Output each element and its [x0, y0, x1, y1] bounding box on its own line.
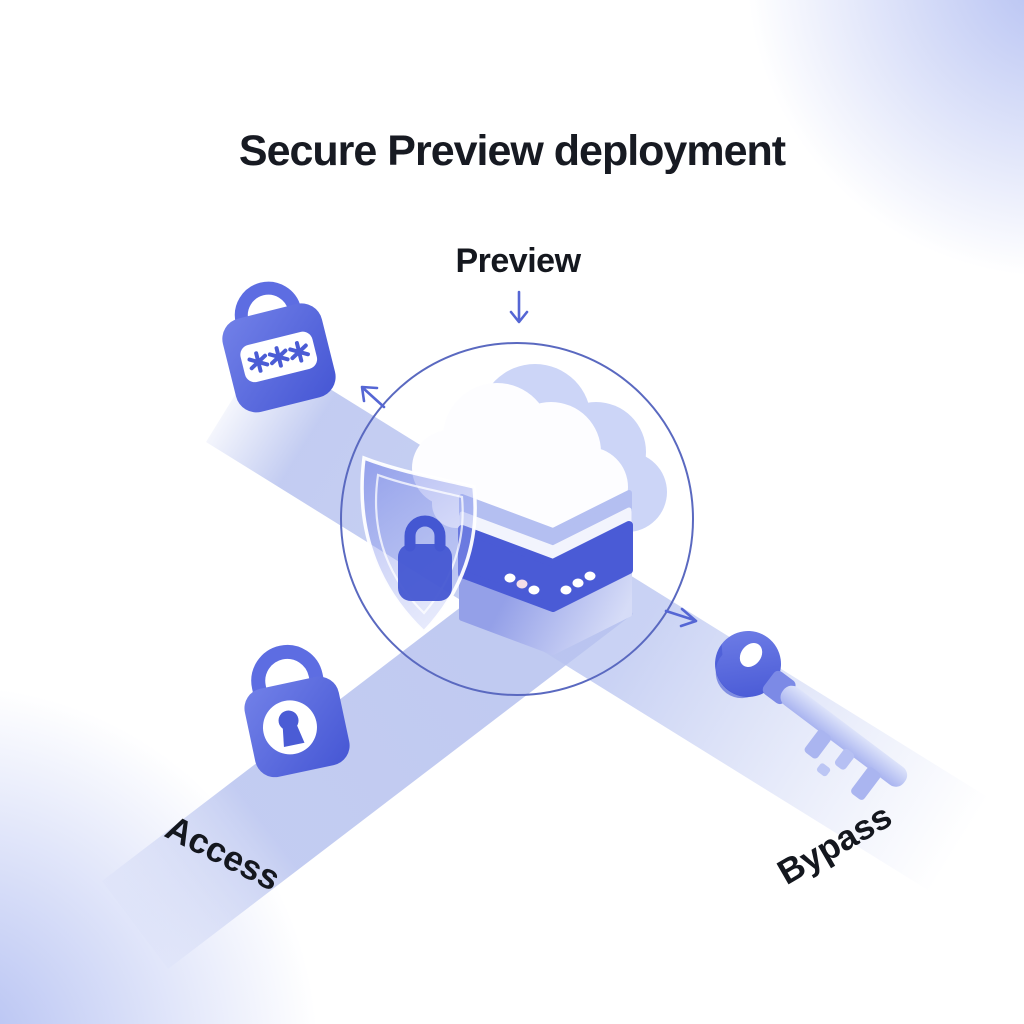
shield-lock-icon: [360, 455, 477, 635]
padlock-icon: [244, 644, 350, 778]
key-icon: [715, 631, 908, 800]
arrow-down-icon: [509, 290, 529, 324]
arrows: [360, 290, 698, 628]
cloud-icon: [412, 383, 628, 528]
server-led-dots: [504, 571, 596, 595]
band-bottomleft-to-center: [102, 526, 633, 969]
lock-body: [398, 544, 452, 601]
preview-label: Preview: [455, 242, 581, 280]
arrow-right-icon: [664, 607, 698, 628]
lock-shackle: [404, 515, 446, 552]
center-circle: [340, 342, 694, 696]
page-title: Secure Preview deployment: [238, 126, 786, 175]
server-icon: [458, 490, 633, 655]
password-lock-icon: [222, 281, 336, 413]
arrow-up-left-icon: [360, 385, 386, 409]
